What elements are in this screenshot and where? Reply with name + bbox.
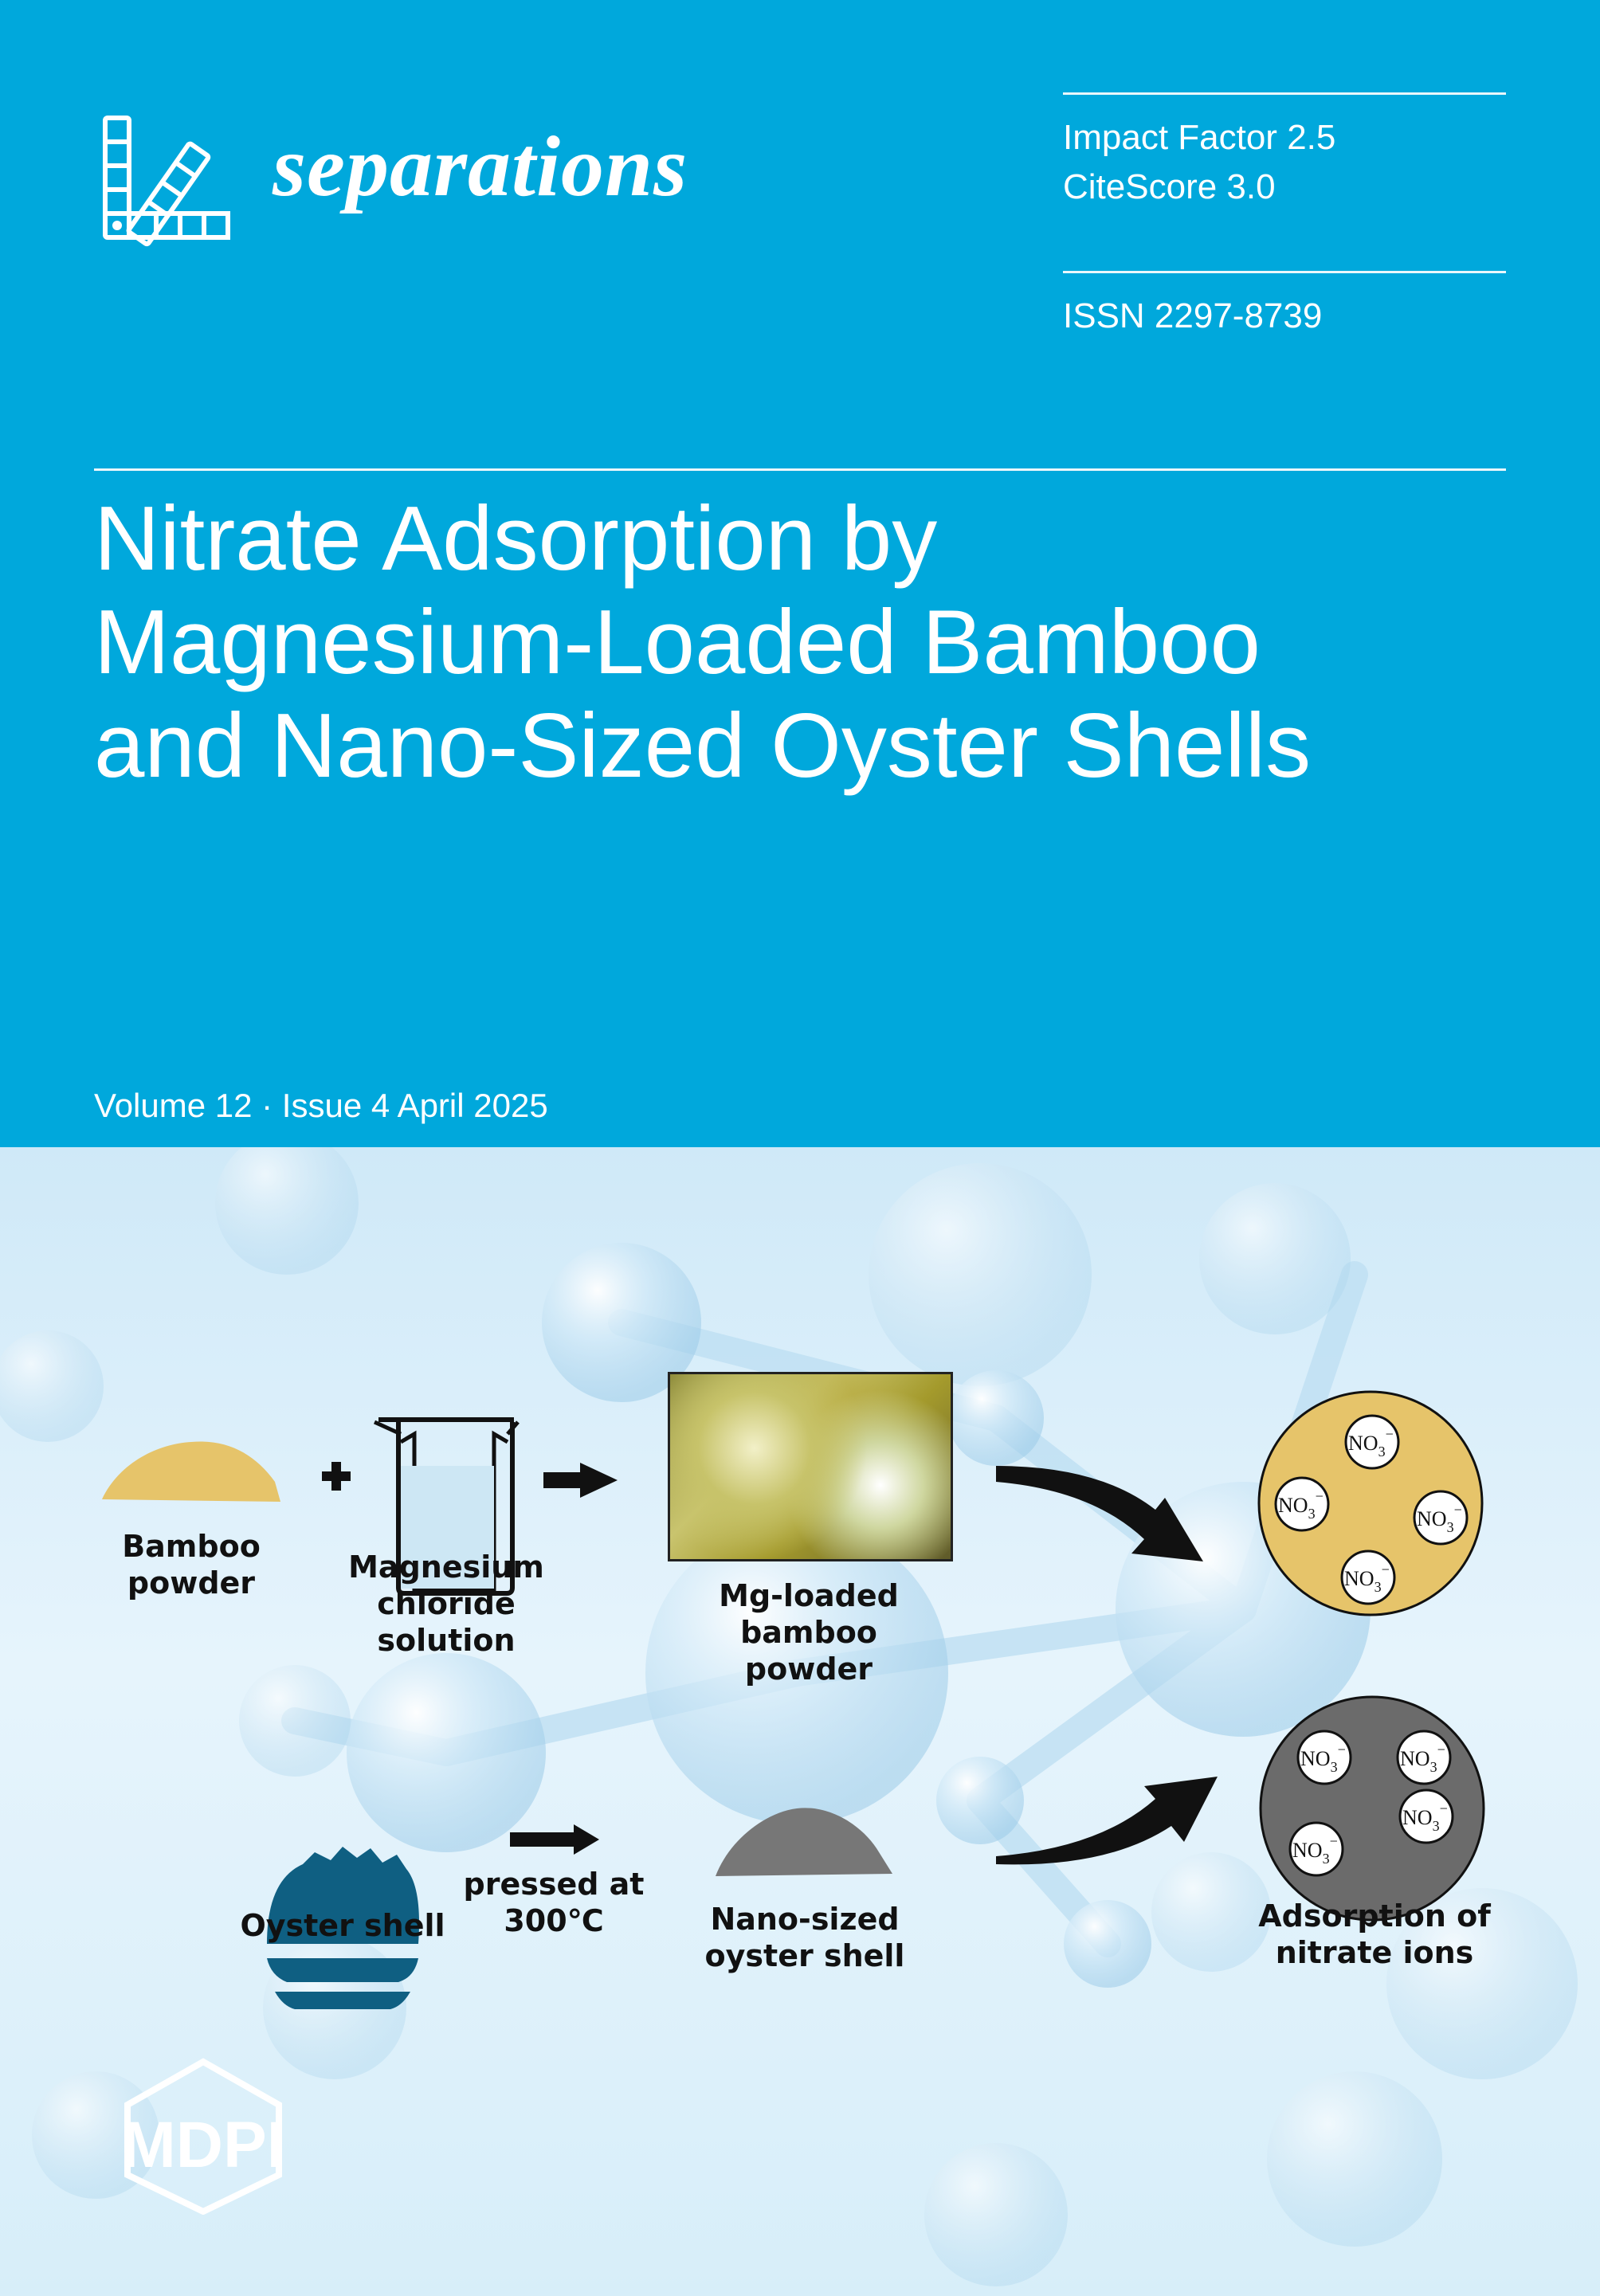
swatch-logo-icon xyxy=(103,116,230,247)
nano-oyster-powder-pile xyxy=(716,1808,892,1876)
title-line: and Nano-Sized Oyster Shells xyxy=(94,695,1312,797)
mg-bamboo-adsorbent-circle xyxy=(1257,1390,1484,1616)
curved-arrow-icon xyxy=(996,1466,1203,1561)
journal-name: separations xyxy=(273,120,688,214)
graphical-abstract: NO3− NO3− NO3− NO3− NO3− NO3− NO3− NO3− … xyxy=(0,1147,1600,2296)
divider xyxy=(1063,92,1506,95)
mdpi-logo: MDPI xyxy=(88,2055,319,2216)
arrow-icon xyxy=(543,1463,618,1498)
plus-icon xyxy=(322,1462,351,1491)
impact-factor: Impact Factor 2.5 xyxy=(1063,118,1336,157)
cover-header: separations Impact Factor 2.5 CiteScore … xyxy=(0,0,1600,1147)
title-line: Magnesium-Loaded Bamboo xyxy=(94,592,1261,693)
article-title: Nitrate Adsorption by Magnesium-Loaded B… xyxy=(94,488,1528,798)
divider xyxy=(1063,271,1506,273)
curved-arrow-icon xyxy=(996,1777,1218,1865)
title-line: Nitrate Adsorption by xyxy=(94,488,938,590)
issn: ISSN 2297-8739 xyxy=(1063,296,1323,335)
arrow-icon xyxy=(510,1824,599,1855)
bamboo-powder-pile xyxy=(102,1441,280,1502)
citescore: CiteScore 3.0 xyxy=(1063,167,1276,206)
mg-loaded-bamboo-photo xyxy=(668,1372,953,1561)
divider xyxy=(94,468,1506,471)
beaker-icon xyxy=(373,1417,520,1596)
oyster-adsorbent-circle xyxy=(1259,1695,1485,1922)
volume-issue: Volume 12 · Issue 4 April 2025 xyxy=(94,1087,548,1124)
mdpi-logo-text: MDPI xyxy=(122,2109,285,2181)
oyster-shell-icon xyxy=(267,1847,419,2009)
label-oyster-shell: Oyster shell xyxy=(240,1908,445,1943)
